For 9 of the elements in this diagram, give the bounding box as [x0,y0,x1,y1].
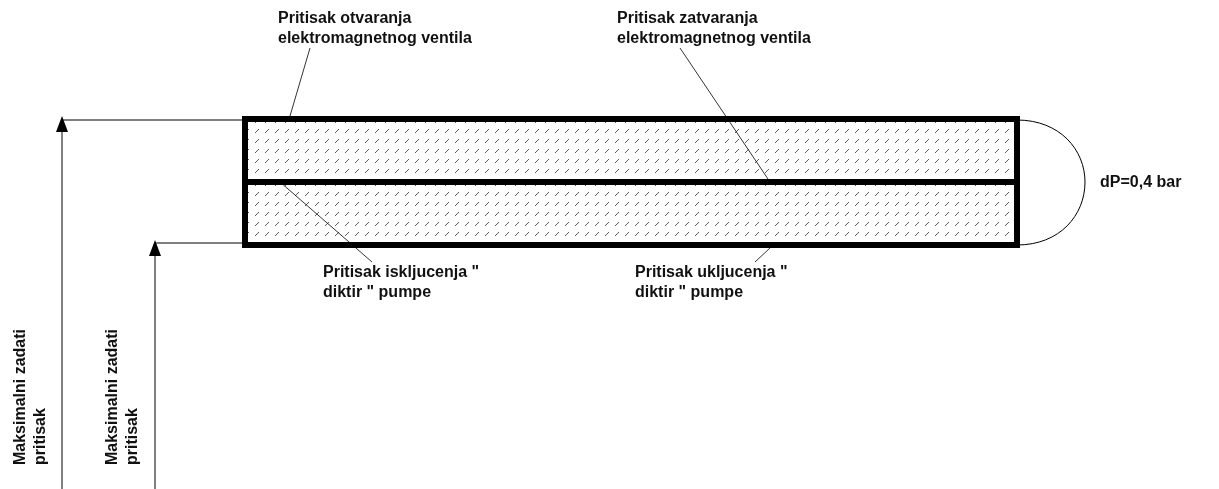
callout-text: Pritisak ukljucenja " diktir " pumpe [635,262,820,302]
callout-text: Pritisak zatvaranja elektromagnetnog ventila [617,8,847,48]
dimension-label: Maksimalni zadati pritisak [10,327,49,465]
leader-line [754,247,771,263]
leader-line [289,47,311,117]
callout-text: Pritisak otvaranja elektromagnetnog ventila [278,8,508,48]
dimension-label: Maksimalni zadati pritisak [102,327,141,465]
dimension-value: dP=0,4 bar [1100,172,1182,192]
callout-text: Pritisak iskljucenja " diktir " pumpe [323,262,508,302]
